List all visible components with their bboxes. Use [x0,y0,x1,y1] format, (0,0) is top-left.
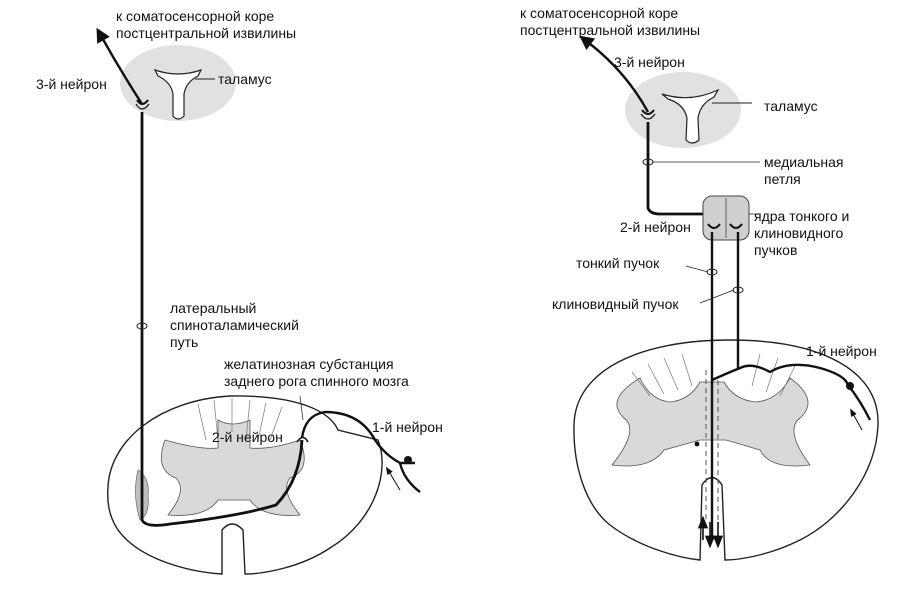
right-diagram [573,35,879,561]
right-neuron3-axon [579,35,650,113]
right-neuron2-label: 2-й нейрон [620,219,691,235]
right-gracile-label: тонкий пучок [576,255,660,271]
left-diagram [96,27,421,575]
right-thalamus-label: таламус [764,98,818,114]
left-neuron2-label: 2-й нейрон [212,429,283,445]
left-thalamus-label: таламус [218,71,272,87]
right-neuron1-label: 1-й нейрон [806,343,877,359]
right-nuclei-label: ядра тонкого и клиновидного пучков [754,208,850,258]
left-gelatinosa-label: желатинозная субстанция заднего рога спи… [224,356,409,389]
right-lemniscus-axon [646,122,718,216]
left-tract-axon [140,112,304,527]
right-thalamus-shape [661,88,720,144]
left-neuron1-label: 1-й нейрон [372,419,443,435]
left-cortex-label: к соматосенсорной коре постцентральной и… [116,8,297,41]
left-neuron3-axon [96,27,144,105]
right-lemniscus-label: медиальная петля [764,154,844,187]
right-cuneate-label: клиновидный пучок [552,296,679,312]
left-thalamus-shape [153,68,203,120]
right-neuron3-label: 3-й нейрон [614,54,685,70]
right-cortex-label: к соматосенсорной коре постцентральной и… [520,5,701,38]
left-neuron3-label: 3-й нейрон [36,76,107,92]
right-thalamus-region [625,72,741,148]
right-neuron1-axon [711,363,850,386]
left-neuron1-axon [300,410,415,465]
left-tract-label: латеральный спиноталамический путь [170,300,299,350]
